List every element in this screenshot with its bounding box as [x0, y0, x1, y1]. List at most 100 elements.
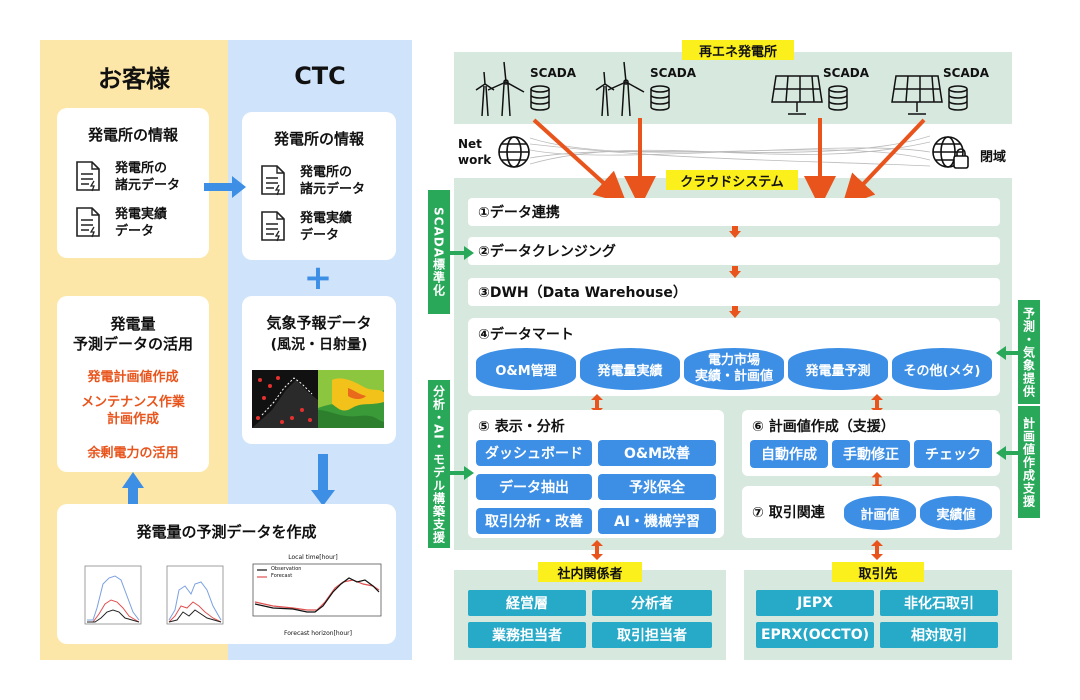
internal-tag: 社内関係者	[538, 562, 642, 582]
step-dwh: ③DWH（Data Warehouse）	[468, 278, 1000, 306]
forecast-chart	[252, 563, 382, 617]
forecast-mini-chart-1	[84, 565, 142, 625]
mart-other-meta[interactable]: その他(メタ)	[892, 348, 992, 390]
bidirectional-arrow-icon	[871, 472, 883, 490]
database-icon	[530, 85, 550, 111]
analysis-dashboard[interactable]: ダッシュボード	[476, 440, 592, 466]
customer-spec-data-label: 発電所の 諸元データ	[115, 161, 181, 193]
side-ai-model-support: 分析・AI・モデル構築支援	[428, 380, 450, 548]
scada-label: SCADA	[650, 66, 696, 80]
arrow-left-icon	[996, 346, 1020, 360]
weather-map-image	[252, 370, 384, 428]
trade-actual-value[interactable]: 実績値	[920, 496, 992, 530]
ctc-actual-data-label: 発電実績 データ	[300, 211, 353, 243]
document-icon	[261, 165, 285, 196]
ctc-plant-info-card: 発電所の情報 発電所の 諸元データ 発電実績 データ	[242, 112, 396, 260]
document-icon	[261, 211, 285, 242]
scada-label: SCADA	[823, 66, 869, 80]
data-flow-arrows	[532, 118, 926, 208]
mart-generation-forecast[interactable]: 発電量予測	[788, 348, 888, 390]
internal-management[interactable]: 経営層	[468, 590, 586, 616]
wind-turbine-icon	[595, 61, 645, 117]
customer-plant-info-title: 発電所の情報	[87, 125, 178, 144]
weather-card: 気象予報データ (風況・日射量)	[242, 296, 396, 444]
analysis-title: ⑤ 表示・分析	[478, 419, 565, 435]
closed-network-label: 閉域	[980, 150, 1007, 165]
forecast-chart-xlabel: Forecast horizon[hour]	[284, 629, 352, 637]
document-icon	[76, 207, 100, 238]
wind-turbine-icon	[475, 61, 525, 117]
trade-title: ⑦ 取引関連	[752, 505, 825, 521]
data-mart-title: ④データマート	[478, 327, 574, 343]
forecast-create-title: 発電量の予測データを作成	[136, 522, 317, 541]
arrow-down-icon	[311, 454, 335, 506]
customer-title: お客様	[98, 64, 170, 93]
network-label: Net work	[458, 137, 492, 167]
database-icon	[828, 85, 848, 111]
database-icon	[650, 85, 670, 111]
internal-trader[interactable]: 取引担当者	[592, 622, 712, 648]
mart-generation-actual[interactable]: 発電量実績	[580, 348, 680, 390]
bidirectional-arrow-icon	[871, 394, 883, 414]
analysis-data-extraction[interactable]: データ抽出	[476, 474, 592, 500]
arrow-down-icon	[729, 226, 741, 238]
forecast-legend-observation: Observation	[271, 566, 302, 572]
ctc-plant-info-title: 発電所の情報	[273, 129, 364, 148]
analysis-predictive-maintenance[interactable]: 予兆保全	[598, 474, 716, 500]
bidirectional-arrow-icon	[591, 540, 603, 560]
side-scada-standardization: SCADA標準化	[428, 190, 450, 314]
trade-plan-value[interactable]: 計画値	[844, 496, 916, 530]
arrow-down-icon	[729, 306, 741, 318]
database-icon	[948, 85, 968, 111]
plan-manual-edit[interactable]: 手動修正	[832, 440, 910, 468]
analysis-om-improvement[interactable]: O&M改善	[598, 440, 716, 466]
internal-operations[interactable]: 業務担当者	[468, 622, 586, 648]
plan-check[interactable]: チェック	[914, 440, 992, 468]
partner-jepx[interactable]: JEPX	[756, 590, 874, 616]
analysis-ai-ml[interactable]: AI・機械学習	[598, 508, 716, 534]
arrow-up-icon	[122, 472, 144, 506]
scada-label: SCADA	[943, 66, 989, 80]
customer-plant-info-card: 発電所の情報 発電所の 諸元データ 発電実績 データ	[57, 108, 209, 258]
step-data-cleansing: ②データクレンジング	[468, 237, 1000, 265]
forecast-usage-card: 発電量 予測データの活用 発電計画値作成 メンテナンス作業 計画作成 余剰電力の…	[57, 296, 209, 472]
mart-power-market[interactable]: 電力市場 実績・計画値	[684, 348, 784, 390]
weather-title: 気象予報データ	[266, 313, 372, 332]
usage-item-surplus: 余剰電力の活用	[87, 445, 179, 461]
arrow-right-icon	[450, 246, 474, 260]
usage-item-plan: 発電計画値作成	[87, 369, 179, 385]
solar-panel-icon	[771, 75, 823, 115]
plus-sign: +	[303, 258, 333, 298]
arrow-right-icon	[450, 466, 474, 480]
plan-title: ⑥ 計画値作成（支援）	[752, 419, 895, 435]
plant-panel	[454, 52, 1012, 124]
step-data-integration: ①データ連携	[468, 198, 1000, 226]
customer-actual-data-label: 発電実績 データ	[115, 207, 168, 239]
document-icon	[76, 161, 100, 192]
side-forecast-weather: 予測・気象提供	[1018, 300, 1040, 404]
forecast-usage-title: 発電量 予測データの活用	[72, 315, 193, 353]
bidirectional-arrow-icon	[591, 394, 603, 414]
ctc-spec-data-label: 発電所の 諸元データ	[300, 165, 366, 197]
partner-eprx[interactable]: EPRX(OCCTO)	[756, 622, 874, 648]
plant-tag: 再エネ発電所	[682, 40, 794, 60]
arrow-right-icon	[204, 176, 246, 198]
forecast-create-card: 発電量の予測データを作成 Local time[hour] Observatio…	[57, 504, 396, 644]
forecast-mini-chart-2	[166, 565, 224, 625]
forecast-legend-forecast: Forecast	[271, 573, 293, 579]
weather-sub: (風況・日射量)	[270, 337, 368, 353]
plan-auto-create[interactable]: 自動作成	[750, 440, 828, 468]
internal-analyst[interactable]: 分析者	[592, 590, 712, 616]
bidirectional-arrow-icon	[871, 540, 883, 560]
partner-non-fossil[interactable]: 非化石取引	[880, 590, 998, 616]
side-plan-support: 計画値作成支援	[1018, 406, 1040, 518]
globe-icon	[498, 136, 530, 168]
mart-om-management[interactable]: O&M管理	[476, 348, 576, 390]
forecast-chart-title: Local time[hour]	[288, 553, 338, 561]
arrow-down-icon	[729, 266, 741, 278]
partner-bilateral[interactable]: 相対取引	[880, 622, 998, 648]
ctc-title: CTC	[294, 62, 346, 90]
scada-label: SCADA	[530, 66, 576, 80]
partner-tag: 取引先	[832, 562, 924, 582]
analysis-trade-analysis[interactable]: 取引分析・改善	[476, 508, 592, 534]
